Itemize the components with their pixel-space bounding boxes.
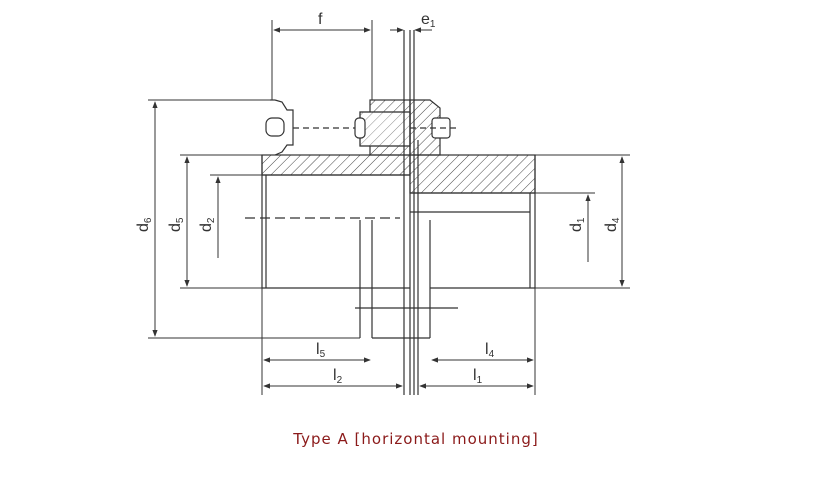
label-d1: d1 bbox=[568, 217, 587, 232]
label-d4: d4 bbox=[603, 217, 622, 232]
label-f: f bbox=[318, 11, 323, 28]
label-d2: d2 bbox=[198, 217, 217, 232]
label-d6: d6 bbox=[135, 217, 154, 232]
label-l1: l1 bbox=[473, 367, 483, 386]
label-e1: e1 bbox=[421, 11, 436, 30]
label-l5: l5 bbox=[316, 341, 326, 360]
coupling-body bbox=[245, 30, 536, 395]
figure-caption: Type A [horizontal mounting] bbox=[293, 430, 539, 448]
label-d5: d5 bbox=[167, 217, 186, 232]
dimension-lines bbox=[148, 20, 630, 395]
label-l2: l2 bbox=[333, 367, 343, 386]
label-l4: l4 bbox=[485, 341, 495, 360]
